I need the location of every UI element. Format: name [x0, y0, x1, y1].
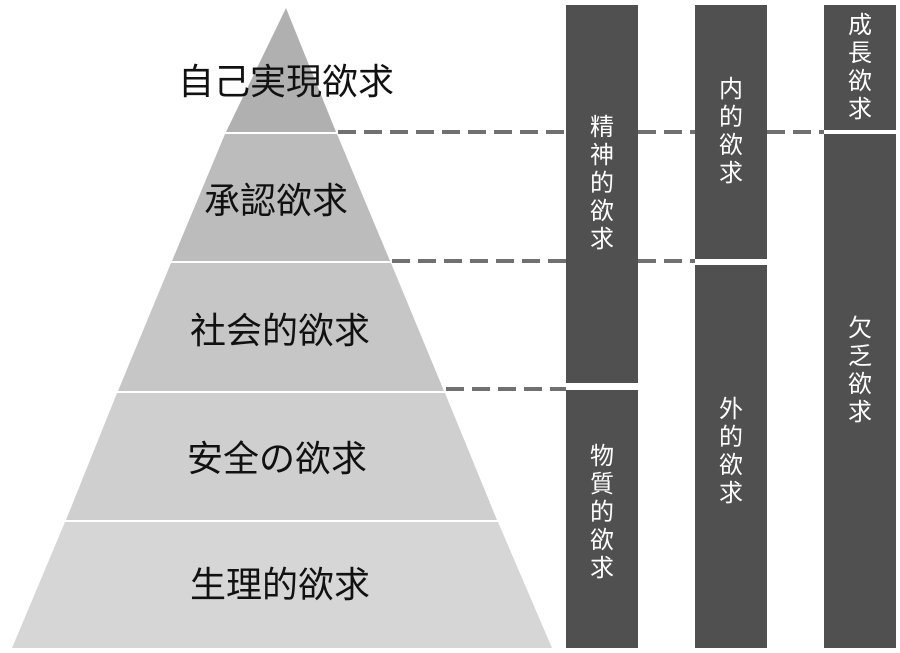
- tier-label-social: 社会的欲求: [189, 311, 371, 352]
- pyramid-tier-5: [12, 522, 552, 648]
- tier-label-esteem: 承認欲求: [203, 181, 349, 222]
- pyramid-tier-1: [226, 8, 336, 132]
- column-spiritual-needs-label: 精神的欲求: [590, 113, 614, 253]
- column-growth-needs: 成長欲求: [824, 5, 896, 130]
- column-growth-needs-label: 成長欲求: [848, 11, 872, 123]
- column-external-needs: 外的欲求: [695, 265, 767, 648]
- pyramid-tier-3: [118, 263, 444, 391]
- column-spiritual-needs: 精神的欲求: [566, 5, 638, 383]
- tier-label-self-actualization: 自己実現欲求: [177, 62, 395, 103]
- column-external-needs-label: 外的欲求: [719, 395, 743, 507]
- column-deficiency-needs: 欠乏欲求: [824, 134, 896, 648]
- column-material-needs-label: 物質的欲求: [590, 442, 614, 582]
- pyramid-tier-4: [66, 393, 497, 520]
- column-material-needs: 物質的欲求: [566, 390, 638, 648]
- column-deficiency-needs-label: 欠乏欲求: [848, 314, 872, 426]
- tier-label-safety: 安全の欲求: [186, 439, 368, 480]
- tier-label-physiological: 生理的欲求: [189, 565, 371, 606]
- pyramid-tier-2: [172, 134, 390, 261]
- column-internal-needs-label: 内的欲求: [719, 75, 743, 187]
- column-internal-needs: 内的欲求: [695, 5, 767, 259]
